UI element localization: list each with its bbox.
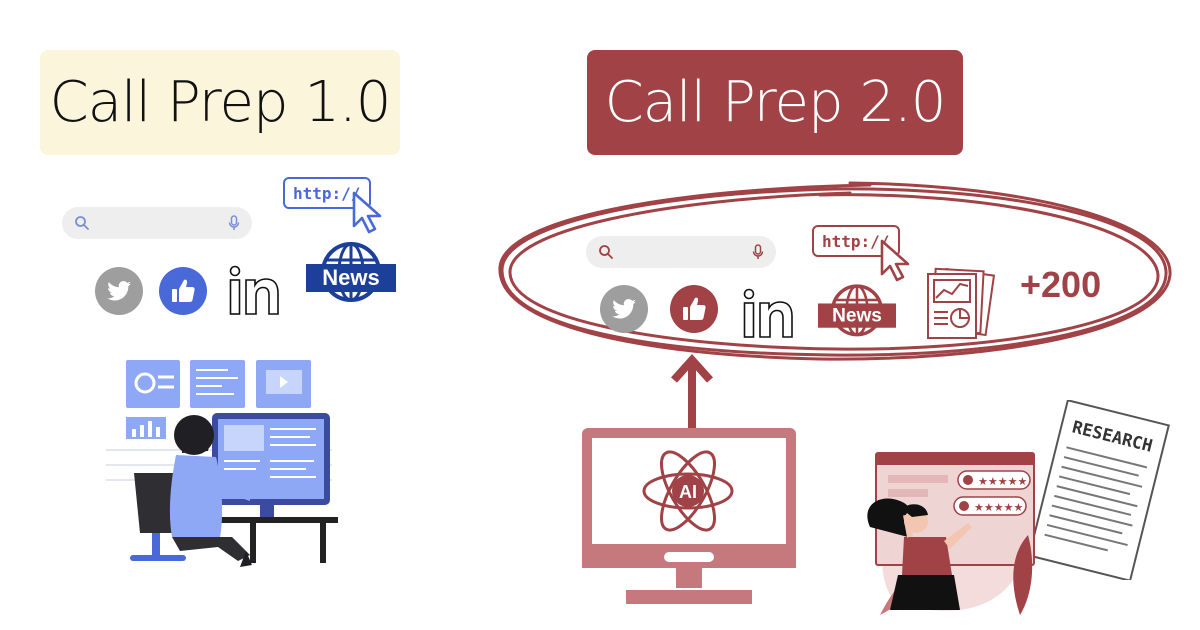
right-url-text: http:// bbox=[822, 231, 890, 251]
person-at-computer-illustration bbox=[106, 360, 338, 567]
facebook-like-icon[interactable] bbox=[159, 267, 207, 315]
microphone-icon bbox=[752, 244, 764, 259]
title-call-prep-1: Call Prep 1.0 bbox=[40, 50, 400, 155]
research-document: RESEARCH bbox=[1027, 400, 1170, 580]
search-icon bbox=[599, 245, 613, 259]
facebook-like-icon[interactable] bbox=[670, 285, 718, 333]
left-url-text: http:// bbox=[293, 183, 361, 203]
report-icon[interactable] bbox=[924, 266, 996, 342]
highlight-ellipse bbox=[498, 181, 1172, 361]
news-globe-icon[interactable]: News bbox=[306, 240, 396, 310]
cursor-icon bbox=[352, 191, 382, 234]
cursor-icon bbox=[880, 239, 910, 282]
linkedin-icon[interactable] bbox=[228, 265, 286, 317]
linkedin-icon[interactable] bbox=[742, 288, 800, 340]
microphone-icon bbox=[228, 215, 240, 230]
more-sources-count: +200 bbox=[1020, 264, 1102, 305]
title-right-text: Call Prep 2.0 bbox=[604, 70, 947, 135]
ai-label: AI bbox=[679, 482, 697, 502]
title-left-text: Call Prep 1.0 bbox=[49, 70, 392, 135]
title-call-prep-2: Call Prep 2.0 bbox=[587, 50, 963, 155]
news-globe-icon[interactable]: News bbox=[818, 282, 896, 344]
right-news-label: News bbox=[832, 306, 882, 327]
search-icon bbox=[75, 216, 89, 230]
twitter-icon[interactable] bbox=[95, 267, 143, 315]
left-news-label: News bbox=[322, 265, 379, 290]
right-url-box[interactable]: http:// bbox=[812, 225, 900, 257]
twitter-icon[interactable] bbox=[600, 285, 648, 333]
left-search-bar[interactable] bbox=[62, 207, 252, 239]
right-search-bar[interactable] bbox=[586, 236, 776, 268]
svg-text:★★★★★: ★★★★★ bbox=[974, 501, 1023, 514]
svg-text:★★★★★: ★★★★★ bbox=[978, 475, 1027, 488]
up-arrow-icon bbox=[671, 354, 713, 432]
woman-reviews-illustration: ★★★★★ ★★★★★ bbox=[867, 452, 1035, 615]
ai-monitor-icon: AI bbox=[582, 428, 796, 604]
